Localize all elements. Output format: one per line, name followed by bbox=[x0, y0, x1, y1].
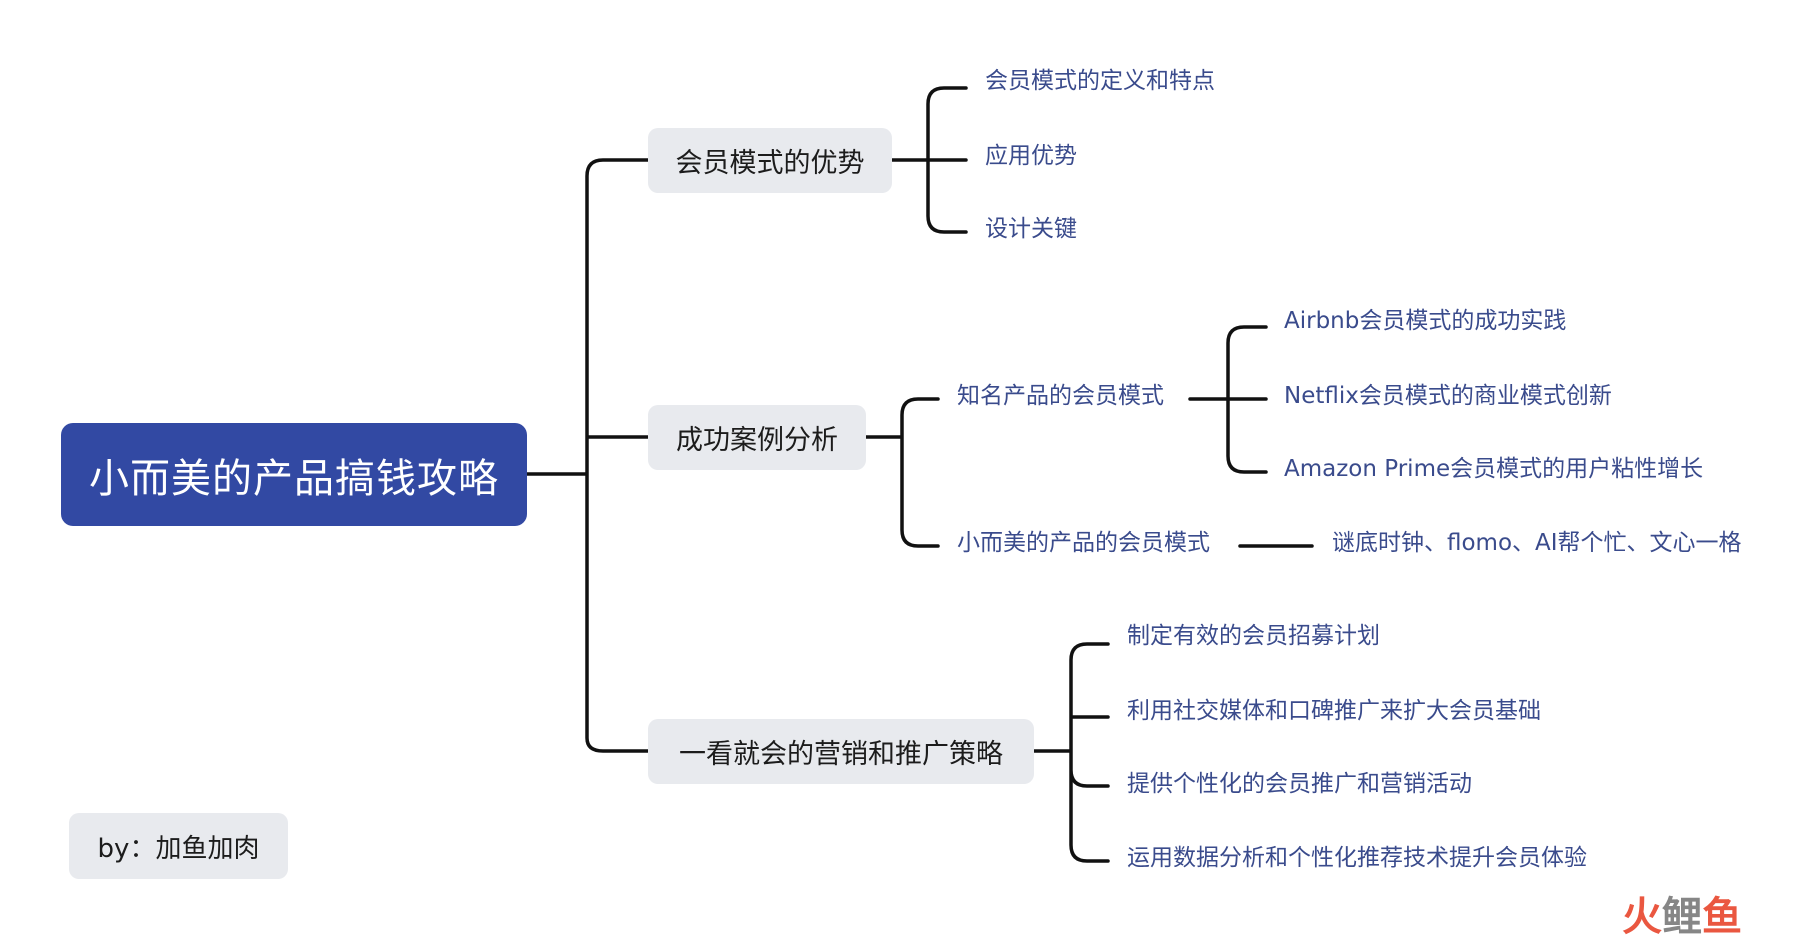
root-topic[interactable]: 小而美的产品搞钱攻略 bbox=[61, 423, 527, 526]
branch-success-cases[interactable]: 成功案例分析 bbox=[648, 405, 866, 470]
topic-netflix[interactable]: Netflix会员模式的商业模式创新 bbox=[1284, 383, 1612, 409]
connector-known-products bbox=[1188, 325, 1268, 474]
topic-small-product-examples[interactable]: 谜底时钟、flomo、AI帮个忙、文心一格 bbox=[1332, 530, 1742, 556]
topic-design-keys[interactable]: 设计关键 bbox=[985, 216, 1077, 242]
topic-small-products[interactable]: 小而美的产品的会员模式 bbox=[957, 530, 1210, 556]
topic-airbnb[interactable]: Airbnb会员模式的成功实践 bbox=[1284, 308, 1567, 334]
branch-marketing-strategies[interactable]: 一看就会的营销和推广策略 bbox=[648, 719, 1034, 784]
branch-membership-advantages[interactable]: 会员模式的优势 bbox=[648, 128, 892, 193]
connector-branch-1 bbox=[890, 86, 968, 234]
watermark-glyph-carp: 鲤 bbox=[1662, 894, 1702, 940]
topic-recruitment-plan[interactable]: 制定有效的会员招募计划 bbox=[1127, 623, 1380, 649]
topic-personalized-marketing[interactable]: 提供个性化的会员推广和营销活动 bbox=[1127, 771, 1472, 797]
author-tag: by：加鱼加肉 bbox=[69, 813, 288, 879]
topic-application-advantages[interactable]: 应用优势 bbox=[985, 143, 1077, 169]
topic-amazon-prime[interactable]: Amazon Prime会员模式的用户粘性增长 bbox=[1284, 456, 1704, 482]
topic-known-products[interactable]: 知名产品的会员模式 bbox=[957, 383, 1164, 409]
topic-social-media[interactable]: 利用社交媒体和口碑推广来扩大会员基础 bbox=[1127, 698, 1541, 724]
watermark-logo: 火 鲤 鱼 bbox=[1622, 894, 1818, 940]
connector-root-to-branches bbox=[525, 158, 650, 753]
topic-data-analysis[interactable]: 运用数据分析和个性化推荐技术提升会员体验 bbox=[1127, 845, 1587, 871]
connector-branch-3 bbox=[1032, 642, 1110, 863]
connector-branch-2 bbox=[864, 397, 940, 548]
watermark-glyph-fire: 火 bbox=[1622, 894, 1662, 940]
watermark-glyph-fish: 鱼 bbox=[1702, 894, 1742, 940]
topic-membership-definition[interactable]: 会员模式的定义和特点 bbox=[985, 68, 1215, 94]
